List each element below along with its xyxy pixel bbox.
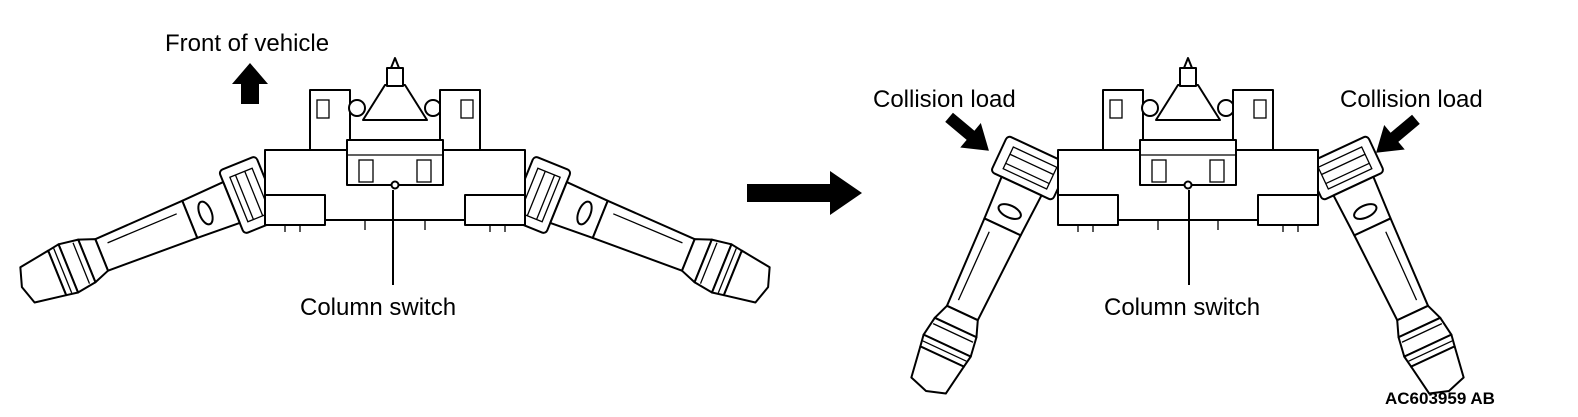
front-of-vehicle-label: Front of vehicle [165, 30, 329, 57]
column-switch-label-left: Column switch [300, 294, 456, 321]
collision-load-label-right: Collision load [1340, 86, 1483, 113]
front-direction-arrow [232, 63, 268, 104]
transition-arrow [747, 171, 862, 215]
column-switch-label-right: Column switch [1104, 294, 1260, 321]
column-switch-normal [8, 57, 782, 320]
figure-code: AC603959 AB [1385, 389, 1495, 408]
collision-load-arrow-left [938, 105, 1000, 163]
collision-load-label-left: Collision load [873, 86, 1016, 113]
